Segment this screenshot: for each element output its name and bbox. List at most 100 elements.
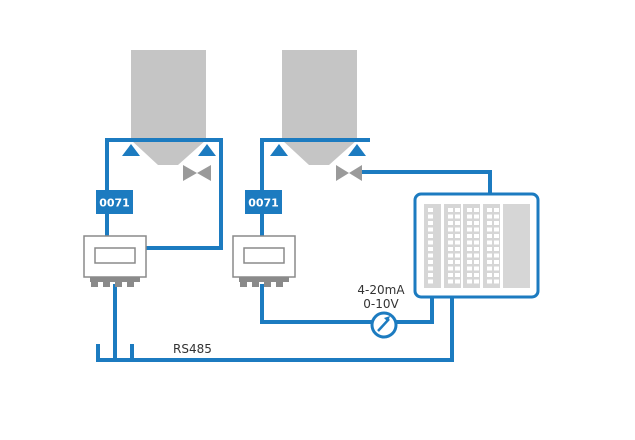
left-level-sensor-2-icon xyxy=(198,144,216,156)
controller-led xyxy=(494,260,499,264)
controller-led xyxy=(474,208,479,212)
controller-led xyxy=(455,260,460,264)
controller-led xyxy=(448,208,453,212)
controller-led xyxy=(487,247,492,251)
controller-led xyxy=(428,260,433,264)
signal-label-current: 4-20mA xyxy=(357,283,405,297)
controller-leds xyxy=(428,208,499,284)
controller-led xyxy=(448,221,453,225)
controller-led xyxy=(494,227,499,232)
controller-led xyxy=(455,273,460,277)
controller-led xyxy=(474,260,479,264)
controller-led xyxy=(467,227,472,232)
left-display-badge: 0071 xyxy=(96,190,133,214)
controller-led xyxy=(455,214,460,219)
signal-meter-icon xyxy=(370,311,398,339)
controller-led xyxy=(474,273,479,277)
controller-led xyxy=(487,221,492,225)
left-level-sensor-1-icon xyxy=(122,144,140,156)
controller-led xyxy=(448,273,453,277)
controller-led xyxy=(474,240,479,245)
controller-led xyxy=(487,253,492,258)
controller-led xyxy=(428,240,433,245)
controller-led xyxy=(428,227,433,232)
controller-module-5 xyxy=(503,204,530,288)
left-valve-icon xyxy=(183,165,211,181)
controller-led xyxy=(455,253,460,258)
controller-led xyxy=(455,247,460,251)
analog-signal-loop xyxy=(260,284,434,324)
right-transmitter xyxy=(232,235,296,287)
controller-led xyxy=(487,240,492,245)
controller-led xyxy=(428,247,433,251)
controller-led xyxy=(448,279,453,284)
controller-led xyxy=(428,234,433,238)
controller-led xyxy=(467,266,472,271)
controller-led xyxy=(428,253,433,258)
controller-led xyxy=(474,279,479,284)
controller-led xyxy=(467,253,472,258)
controller-led xyxy=(428,221,433,225)
controller-led xyxy=(455,240,460,245)
controller-led xyxy=(467,240,472,245)
controller-led xyxy=(467,279,472,284)
controller-led xyxy=(448,227,453,232)
controller-led xyxy=(487,227,492,232)
controller-led xyxy=(455,266,460,271)
right-valve-icon xyxy=(336,165,362,181)
bus-label: RS485 xyxy=(173,342,212,356)
controller-led xyxy=(487,279,492,284)
controller-led xyxy=(455,234,460,238)
controller-led xyxy=(428,273,433,277)
controller-led xyxy=(448,240,453,245)
right-transmitter-display xyxy=(243,247,285,264)
controller-led xyxy=(487,266,492,271)
controller-led xyxy=(487,260,492,264)
controller-panel xyxy=(413,192,540,299)
controller-led xyxy=(494,240,499,245)
controller-led xyxy=(455,221,460,225)
controller-led xyxy=(448,260,453,264)
controller-led xyxy=(455,227,460,232)
controller-led xyxy=(428,208,433,212)
right-level-sensor-1-icon xyxy=(270,144,288,156)
signal-label-voltage: 0-10V xyxy=(363,297,399,311)
controller-led xyxy=(467,247,472,251)
controller-led xyxy=(474,247,479,251)
controller-led xyxy=(494,208,499,212)
right-valve-feed xyxy=(360,170,492,196)
controller-led xyxy=(448,266,453,271)
controller-led xyxy=(494,253,499,258)
controller-led xyxy=(494,221,499,225)
controller-led xyxy=(428,266,433,271)
controller-led xyxy=(494,279,499,284)
controller-led xyxy=(474,266,479,271)
left-transmitter xyxy=(83,235,147,287)
controller-led xyxy=(467,208,472,212)
controller-led xyxy=(494,266,499,271)
controller-led xyxy=(494,247,499,251)
right-badge-text: 0071 xyxy=(248,197,279,210)
controller-led xyxy=(448,234,453,238)
left-silo xyxy=(131,50,206,165)
controller-led xyxy=(428,279,433,284)
controller-led xyxy=(494,214,499,219)
controller-led xyxy=(474,234,479,238)
controller-led xyxy=(448,214,453,219)
controller-led xyxy=(428,214,433,219)
controller-led xyxy=(474,227,479,232)
wiring xyxy=(96,138,492,362)
controller-led xyxy=(487,214,492,219)
rs485-bus xyxy=(96,295,454,362)
controller-led xyxy=(487,234,492,238)
controller-led xyxy=(474,214,479,219)
controller-led xyxy=(474,221,479,225)
right-level-sensor-2-icon xyxy=(348,144,366,156)
controller-led xyxy=(487,208,492,212)
controller-led xyxy=(455,279,460,284)
left-badge-text: 0071 xyxy=(99,197,130,210)
controller-led xyxy=(467,214,472,219)
left-valve-return xyxy=(143,138,223,250)
left-transmitter-display xyxy=(94,247,136,264)
